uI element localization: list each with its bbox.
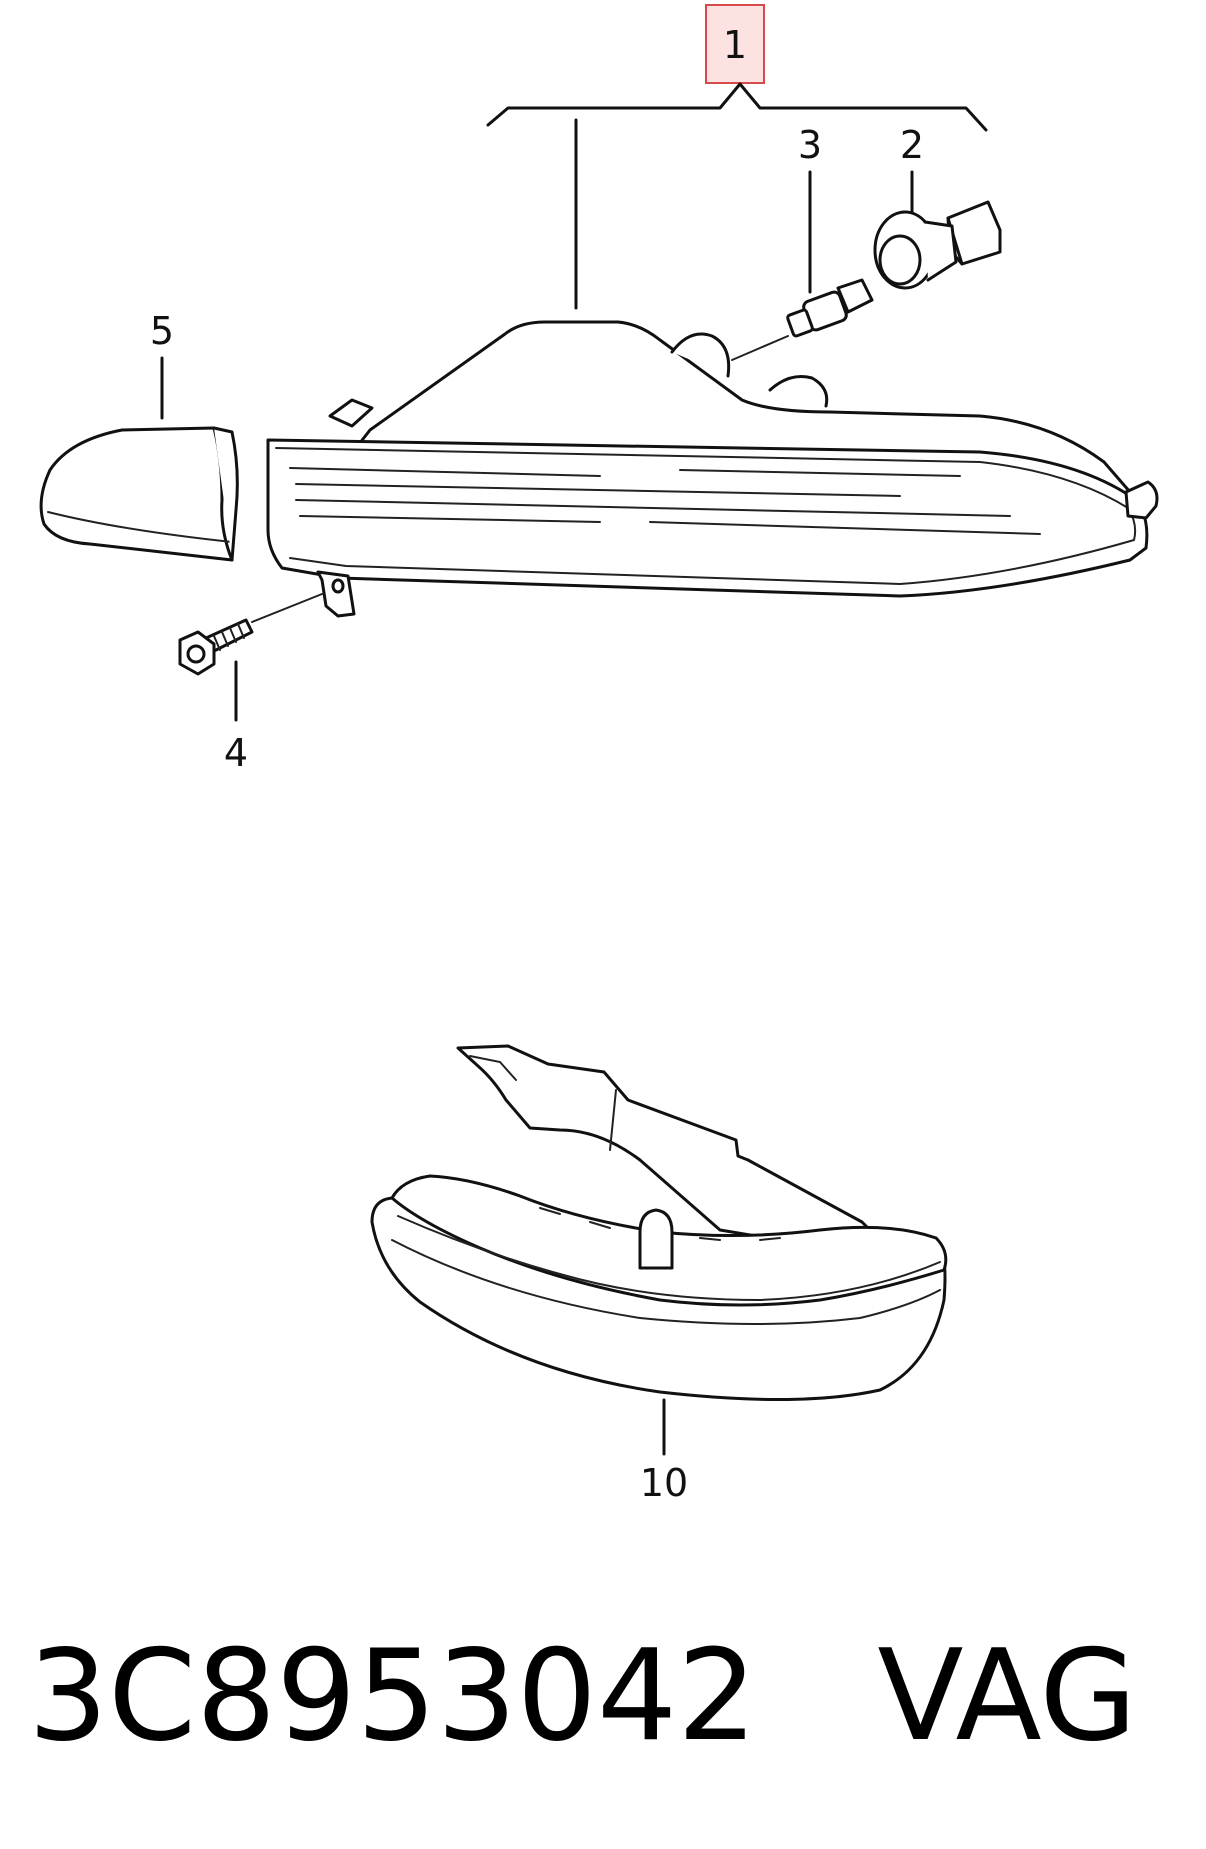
callout-5-label: 5 (150, 309, 174, 353)
callout-1-bracket (486, 82, 988, 132)
footer: 3C8953042 VAG (28, 1615, 1188, 1775)
callout-10-label: 10 (640, 1461, 688, 1505)
callout-1-highlight[interactable] (705, 4, 765, 84)
callout-1-label: 1 (723, 23, 747, 67)
callout-4-label: 4 (224, 731, 248, 775)
brand-label: VAG (877, 1621, 1138, 1769)
callout-3-label: 3 (798, 123, 822, 167)
bulb-holder-icon (873, 200, 1002, 290)
end-cap-icon (39, 426, 239, 562)
bulb-icon (731, 278, 874, 361)
part-number: 3C8953042 (28, 1621, 758, 1769)
side-marker-lamp-assembly (266, 320, 1159, 618)
callout-2-label: 2 (900, 123, 924, 167)
screw-icon (178, 593, 323, 676)
lamp-lens-icon (370, 1044, 948, 1402)
